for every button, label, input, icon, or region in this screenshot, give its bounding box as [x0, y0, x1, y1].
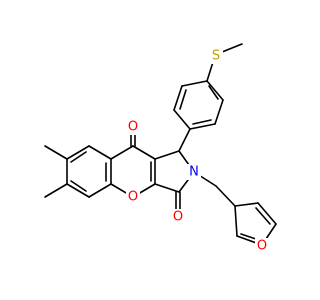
bond [173, 109, 191, 130]
bond [44, 183, 68, 198]
bond [173, 85, 183, 111]
bond [214, 99, 224, 125]
bond [181, 80, 208, 87]
bond [255, 207, 271, 225]
atom-s-thioether: S [209, 48, 223, 64]
bond [189, 123, 216, 130]
atom-o-pyran: O [126, 189, 140, 205]
bond [206, 80, 224, 101]
atom-o-lactam: O [171, 209, 185, 225]
bond [154, 150, 180, 160]
bond [132, 145, 156, 160]
bond [234, 202, 259, 207]
bond [70, 151, 87, 163]
bond-lines [44, 43, 277, 246]
molecule-canvas: O O O N S O [44, 43, 277, 254]
lactam-nitrogen-label: N [189, 165, 199, 180]
bond [66, 145, 90, 160]
bond [88, 183, 112, 198]
bond [221, 43, 243, 53]
bond [215, 185, 236, 207]
bond [208, 85, 219, 100]
lactam-oxygen-label: O [173, 210, 183, 225]
bond [192, 119, 212, 125]
structure-diagram: O O O N S O [44, 43, 277, 254]
sulfur-label: S [212, 49, 220, 64]
bond [178, 128, 191, 152]
atom-o-ketone: O [126, 119, 140, 135]
furan-oxygen-label: O [257, 239, 267, 254]
bond [88, 145, 112, 160]
bond [234, 205, 238, 237]
bond [66, 183, 90, 198]
bond [206, 61, 214, 82]
ketone-oxygen-label: O [128, 120, 138, 135]
bond [154, 183, 180, 193]
atom-o-furan: O [255, 238, 269, 254]
atom-n-lactam: N [187, 164, 201, 180]
pyran-oxygen-label: O [128, 190, 138, 205]
bond [257, 202, 277, 225]
bond [110, 145, 134, 160]
bond [70, 180, 87, 192]
bond [179, 89, 187, 110]
bond [44, 145, 68, 160]
